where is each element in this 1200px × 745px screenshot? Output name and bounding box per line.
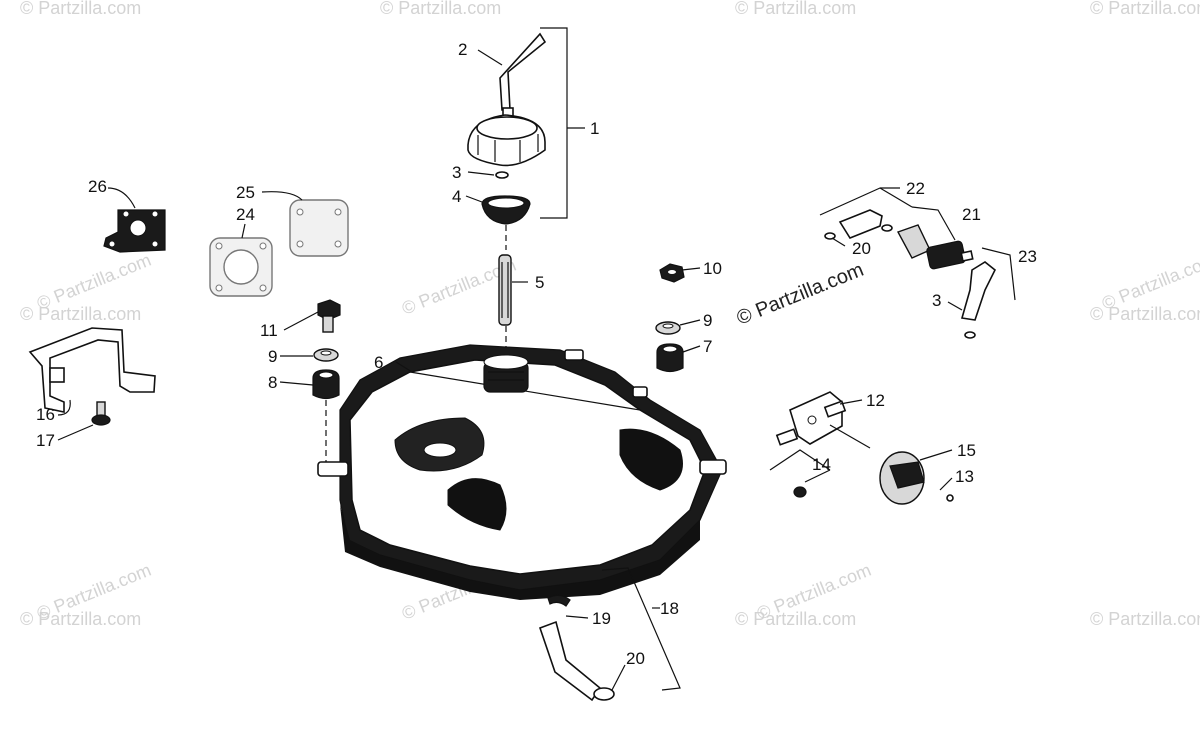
- callout-20: 20: [626, 649, 645, 668]
- callout-20: 20: [852, 239, 871, 258]
- clamp-part: [964, 331, 976, 339]
- grommet-part: [656, 343, 684, 373]
- cover-plate-part: [289, 199, 349, 257]
- callout-26: 26: [88, 177, 107, 196]
- callout-7: 7: [703, 337, 712, 356]
- gasket-part: [209, 237, 273, 297]
- callout-11: 11: [260, 321, 278, 340]
- clamp-part: [593, 687, 615, 701]
- callout-24: 24: [236, 205, 255, 224]
- watermark-prominent: © Partzilla.com: [734, 259, 867, 330]
- bracket-21: [911, 206, 956, 241]
- callout-10: 10: [703, 259, 722, 278]
- hose-part: [538, 620, 602, 702]
- grommet-part: [312, 369, 340, 400]
- bracket-1: [540, 27, 568, 219]
- watermark: © Partzilla.com: [1090, 0, 1200, 18]
- screw-part: [793, 486, 807, 498]
- callout-3: 3: [932, 291, 941, 310]
- cap-gasket-part: [481, 195, 531, 225]
- callout-2: 2: [458, 40, 467, 59]
- clamp-part: [881, 224, 893, 232]
- hose-part: [960, 261, 997, 321]
- filler-tube-part: [498, 254, 512, 326]
- watermark: © Partzilla.com: [380, 0, 501, 18]
- watermark: © Partzilla.com: [20, 0, 141, 18]
- callout-1: 1: [590, 119, 599, 138]
- screw-part: [946, 494, 954, 502]
- bolt-part: [317, 299, 341, 333]
- callout-22: 22: [906, 179, 925, 198]
- fuel-cap-part: [467, 107, 546, 167]
- valve-knob-part: [879, 451, 925, 505]
- watermark: © Partzilla.com: [20, 304, 141, 324]
- mounting-plate-part: [103, 209, 166, 253]
- callout-16: 16: [36, 405, 55, 424]
- callout-23: 23: [1018, 247, 1037, 266]
- callout-9: 9: [703, 311, 712, 330]
- callout-15: 15: [957, 441, 976, 460]
- callout-19: 19: [592, 609, 611, 628]
- washer-part: [313, 348, 339, 362]
- washer-part: [655, 321, 681, 335]
- bracket-part: [28, 327, 156, 413]
- screw-part: [91, 401, 111, 426]
- fuel-valve-part: [775, 391, 847, 446]
- vent-hose-part: [499, 32, 547, 111]
- nut-part: [659, 263, 685, 283]
- fuel-tank-part: [317, 344, 727, 600]
- watermark: © Partzilla.com: [735, 0, 856, 18]
- callout-4: 4: [452, 187, 461, 206]
- fuel-filter-part: [896, 224, 974, 270]
- watermark: © Partzilla.com: [20, 609, 141, 629]
- o-ring-part: [495, 171, 509, 179]
- callout-labels: 1 2 3 4 5 6 7 8 9 9 10 11 12 13 14 15 16…: [36, 40, 1037, 668]
- callout-21: 21: [962, 205, 981, 224]
- callout-5: 5: [535, 273, 544, 292]
- bracket-23: [981, 247, 1016, 301]
- callout-12: 12: [866, 391, 885, 410]
- callout-25: 25: [236, 183, 255, 202]
- callout-9: 9: [268, 347, 277, 366]
- watermark: © Partzilla.com: [735, 609, 856, 629]
- watermark: © Partzilla.com: [1090, 304, 1200, 324]
- callout-3: 3: [452, 163, 461, 182]
- callout-6: 6: [374, 353, 383, 372]
- bracket-18: [601, 567, 681, 691]
- callout-13: 13: [955, 467, 974, 486]
- callout-14: 14: [812, 455, 831, 474]
- callout-8: 8: [268, 373, 277, 392]
- clamp-part: [547, 594, 571, 607]
- callout-17: 17: [36, 431, 55, 450]
- clamp-part: [824, 232, 836, 240]
- watermark: © Partzilla.com: [1090, 609, 1200, 629]
- hose-part: [838, 209, 883, 239]
- callout-18: 18: [660, 599, 679, 618]
